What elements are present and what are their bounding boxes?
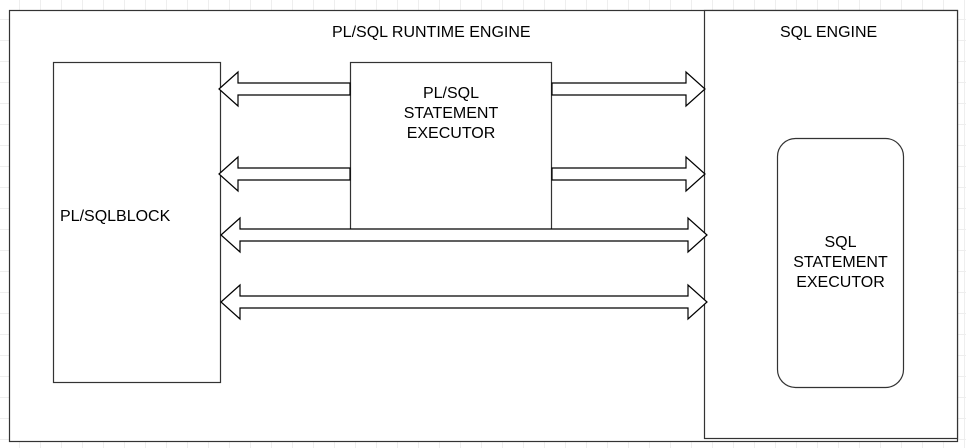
- plsql-block-label: PL/SQLBLOCK: [60, 208, 171, 225]
- sql-executor-box: [776, 137, 905, 389]
- arrow-block-to-executor-upper: [218, 70, 351, 108]
- arrow-executor-to-sql-engine-lower: [551, 155, 706, 193]
- arrow-block-sql-engine-lower: [220, 283, 708, 321]
- sql-executor-label: SQL STATEMENT EXECUTOR: [778, 233, 903, 293]
- arrow-block-sql-engine-upper: [220, 216, 708, 254]
- plsql-executor-line-2: STATEMENT: [403, 105, 499, 122]
- sql-executor-line-1: SQL: [824, 234, 857, 251]
- plsql-executor-box: [349, 61, 553, 231]
- plsql-executor-line-3: EXECUTOR: [406, 125, 496, 142]
- plsql-executor-label: PL/SQL STATEMENT EXECUTOR: [351, 84, 551, 144]
- sql-executor-line-3: EXECUTOR: [796, 274, 885, 291]
- plsql-block-box: [52, 61, 222, 384]
- sql-engine-label: SQL ENGINE: [780, 24, 878, 41]
- plsql-executor-line-1: PL/SQL: [422, 85, 480, 102]
- arrow-executor-to-sql-engine-upper: [551, 70, 706, 108]
- sql-executor-line-2: STATEMENT: [793, 254, 888, 271]
- arrow-block-to-executor-lower: [218, 155, 351, 193]
- runtime-engine-label: PL/SQL RUNTIME ENGINE: [332, 24, 531, 41]
